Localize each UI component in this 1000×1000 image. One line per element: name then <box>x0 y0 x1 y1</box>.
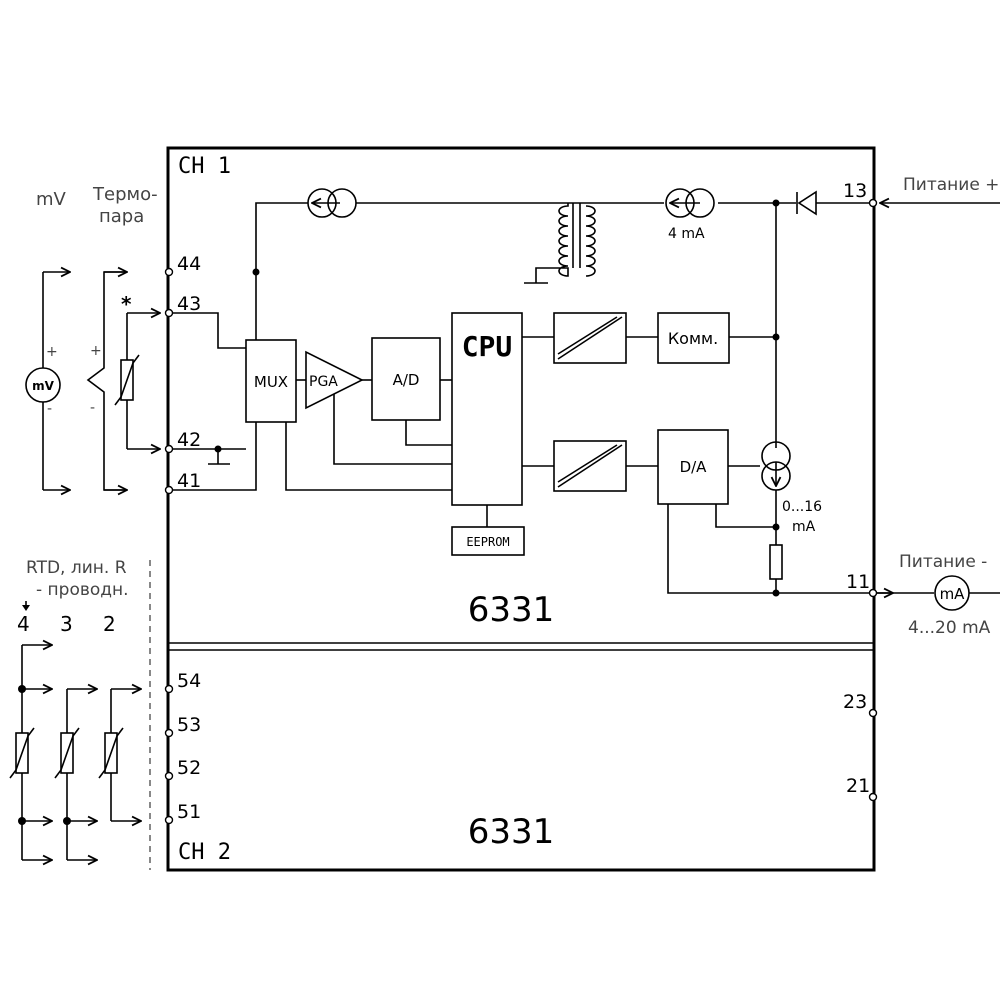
mv-label: mV <box>36 189 67 210</box>
loop-current-label-a: 0...16 <box>782 499 822 515</box>
da-label: D/A <box>680 458 708 476</box>
current-source-4ma-icon <box>665 188 715 218</box>
cpu-label: CPU <box>462 330 513 363</box>
supply-plus-label: Питание + <box>903 175 999 195</box>
terminal-43: 43 <box>177 293 201 315</box>
comm-label: Комм. <box>668 329 718 348</box>
thermocouple-label-1: Термо- <box>92 184 158 205</box>
model-label-upper: 6331 <box>468 590 555 630</box>
excitation-wiring <box>252 202 796 340</box>
terminal-23: 23 <box>843 691 867 713</box>
thermocouple-minus: - <box>90 400 95 416</box>
terminal-54: 54 <box>177 670 201 692</box>
wire-count-4: 4 <box>17 612 30 636</box>
rtd-label-1: RTD, лин. R <box>26 558 127 578</box>
diode-icon <box>796 190 869 216</box>
ad-label: A/D <box>393 371 420 389</box>
terminal-41: 41 <box>177 470 201 492</box>
supply-minus-label: Питание - <box>899 552 987 572</box>
mv-source-wiring <box>42 272 70 490</box>
comm-block <box>657 312 730 364</box>
eeprom-label: EEPROM <box>466 535 509 549</box>
sense-resistor-icon <box>769 544 783 580</box>
isolator-comm-icon <box>553 312 627 364</box>
eeprom-block <box>451 526 525 556</box>
terminals-right <box>868 198 878 802</box>
input-wiring <box>172 312 452 491</box>
pga-label: PGA <box>309 374 338 390</box>
rtd-3wire-icon <box>54 689 97 860</box>
mux-block <box>245 339 297 423</box>
terminal-52: 52 <box>177 757 201 779</box>
excitation-current-label: 4 mA <box>668 226 705 242</box>
wire-count-3: 3 <box>60 612 73 636</box>
terminal-11: 11 <box>846 571 870 593</box>
da-block <box>657 429 729 505</box>
model-label-lower: 6331 <box>468 812 555 852</box>
mv-plus: + <box>46 344 58 360</box>
channel-2-label: CH 2 <box>178 840 231 865</box>
terminal-53: 53 <box>177 714 201 736</box>
terminal-51: 51 <box>177 801 201 823</box>
thermocouple-icon <box>86 272 127 490</box>
current-source-output-icon <box>761 441 791 545</box>
module-outline <box>166 146 876 872</box>
asterisk-note: * <box>121 292 132 316</box>
rtd-label-2: - проводн. <box>36 580 129 600</box>
ma-meter-label: mA <box>940 585 966 603</box>
supply-bus <box>729 199 780 448</box>
mv-meter-label: mV <box>32 379 55 393</box>
transformer-icon <box>524 203 596 284</box>
rtd-marker-icon <box>22 601 30 611</box>
loop-current-label-b: mA <box>792 519 816 535</box>
thermocouple-label-2: пара <box>99 206 144 227</box>
mv-minus: - <box>47 401 52 417</box>
output-current-label: 4...20 mA <box>908 618 991 638</box>
rtd-4wire-icon <box>9 645 52 860</box>
terminals-left <box>164 267 174 825</box>
thermocouple-plus: + <box>90 343 102 359</box>
terminal-21: 21 <box>846 775 870 797</box>
terminal-44: 44 <box>177 253 201 275</box>
mux-label: MUX <box>254 373 288 391</box>
terminal-13: 13 <box>843 180 867 202</box>
terminal-42: 42 <box>177 429 201 451</box>
current-source-icon <box>307 188 357 218</box>
rtd-ch1-icon <box>114 313 160 449</box>
rtd-2wire-icon <box>98 689 141 821</box>
mv-meter-icon <box>25 367 61 403</box>
wire-count-2: 2 <box>103 612 116 636</box>
channel-1-label: CH 1 <box>178 154 231 179</box>
